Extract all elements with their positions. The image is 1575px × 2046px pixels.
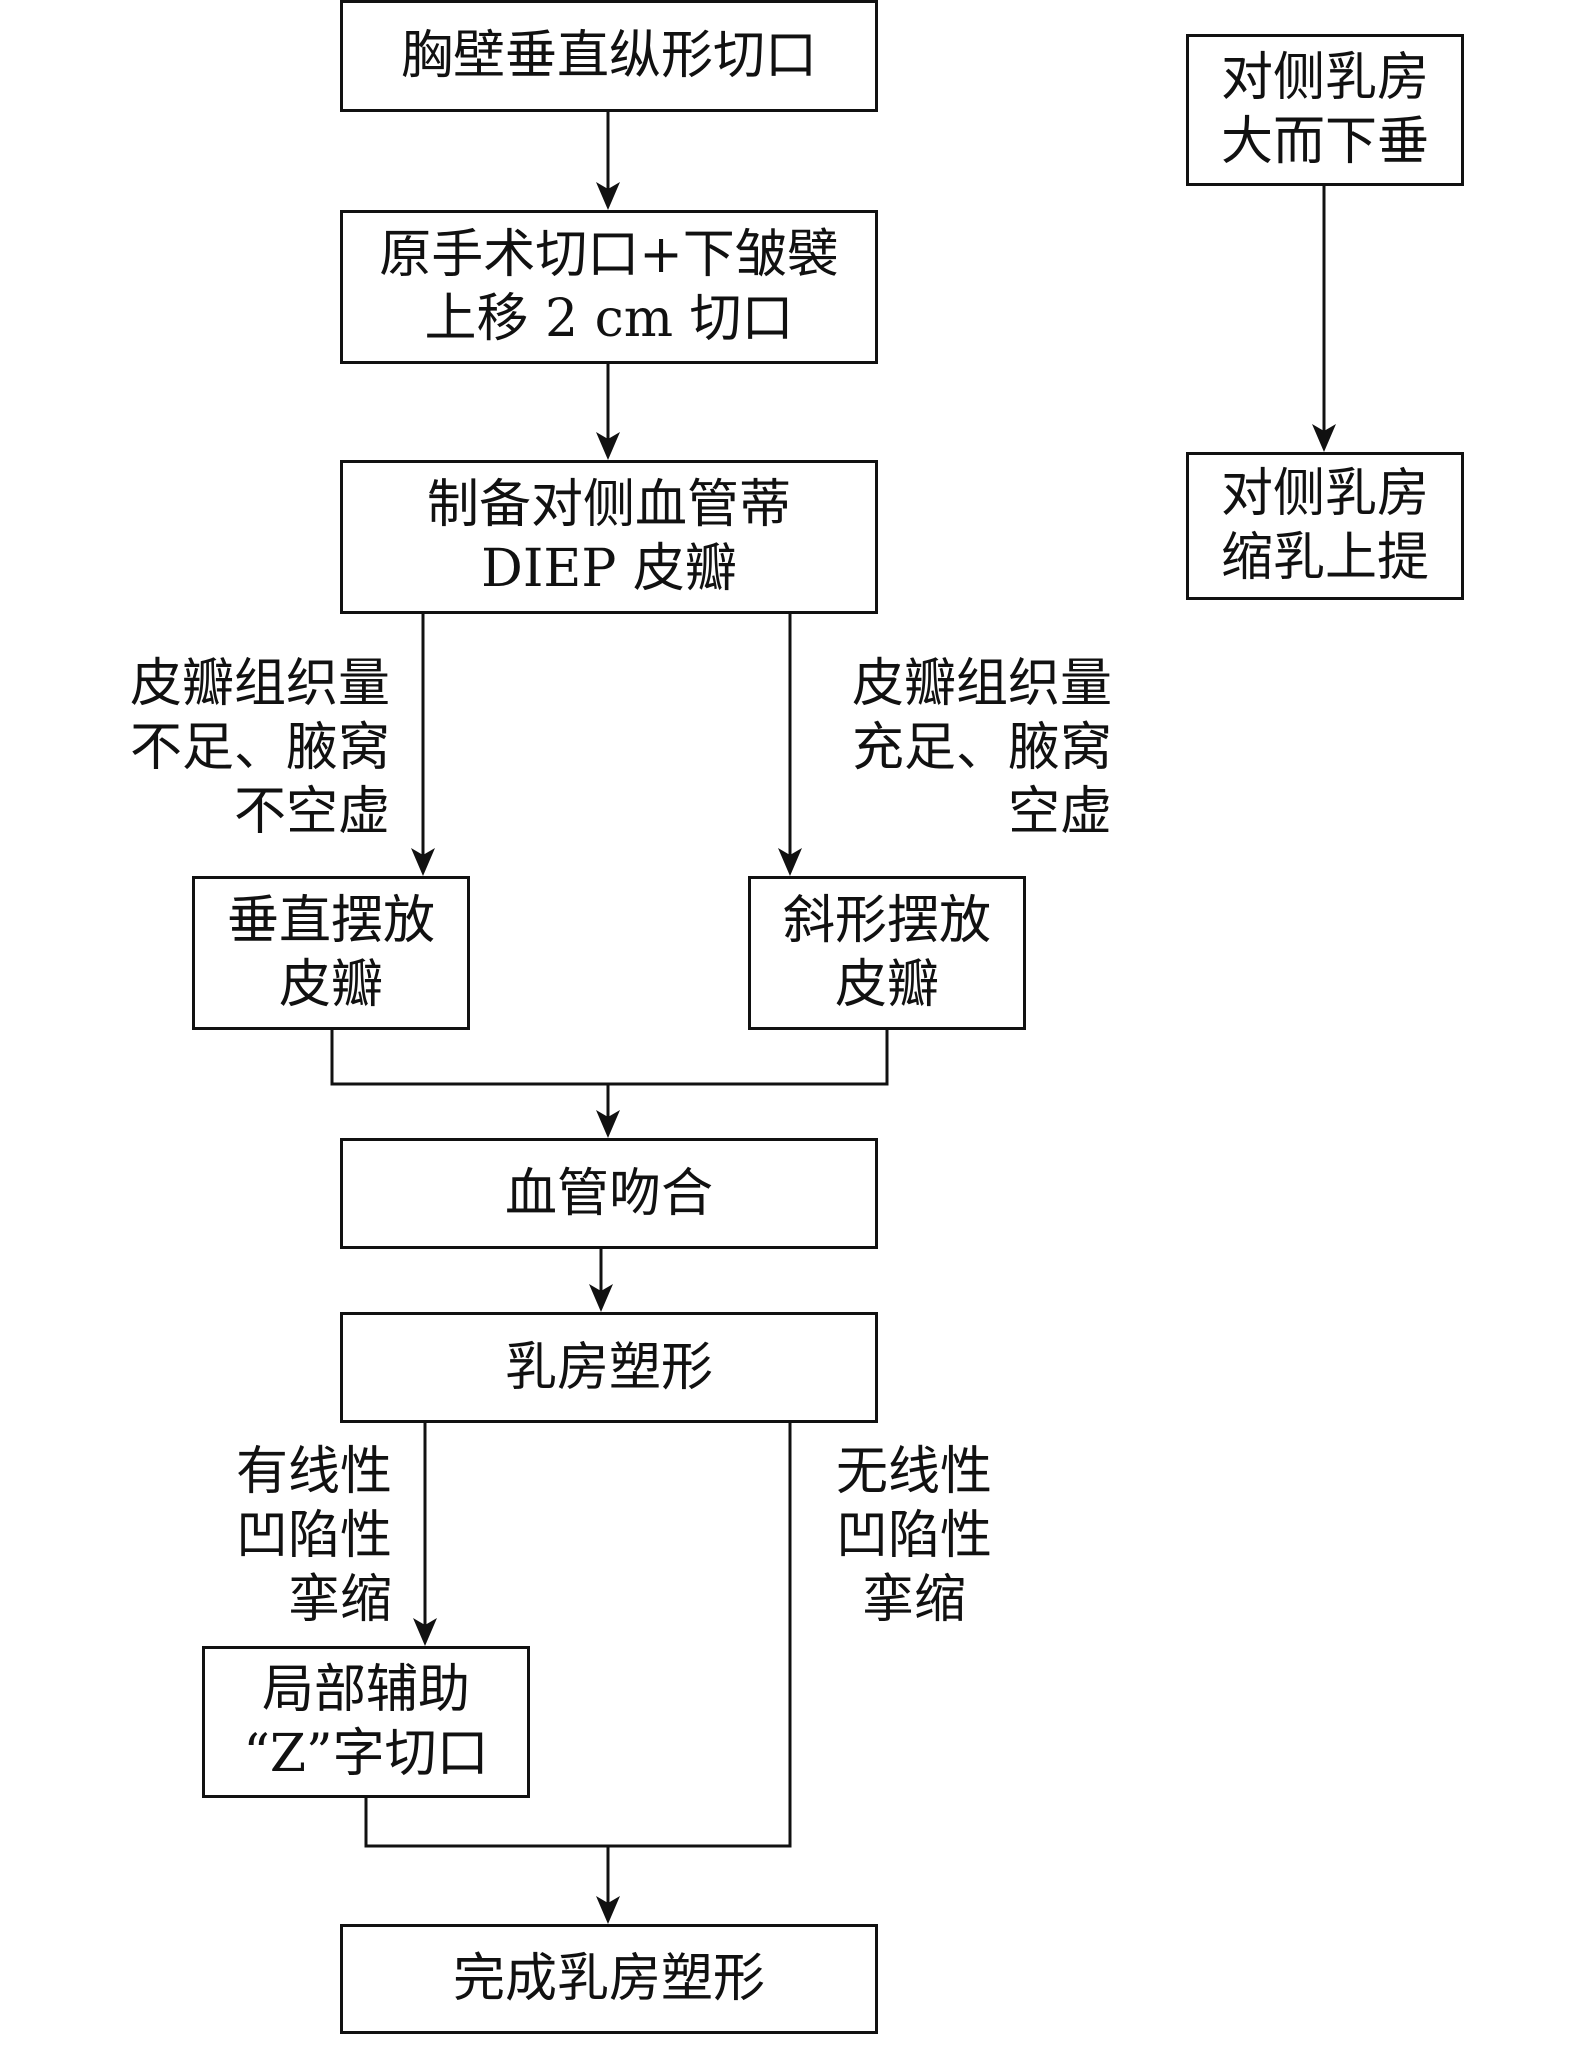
box-text: 对侧乳房 [1220,48,1429,108]
box-text: DIEP 皮瓣 [481,539,737,599]
box-text: 缩乳上提 [1220,528,1429,588]
box-chest-wall-incision: 胸壁垂直纵形切口 [340,0,878,112]
box-text: 制备对侧血管蒂 [426,475,791,535]
box-text: 上移 2 cm 切口 [424,289,794,349]
arrowhead-icon [413,1618,437,1646]
arrowhead-icon [589,1284,613,1312]
condition-flap-sufficient: 皮瓣组织量 充足、腋窝 空虚 [818,652,1112,844]
arrowhead-icon [778,848,802,876]
condition-text: 不足、腋窝 [129,718,390,778]
condition-text: 皮瓣组织量 [129,654,390,714]
arrowhead-icon [411,848,435,876]
arrowhead-icon [596,1896,620,1924]
box-contralateral-large-ptotic: 对侧乳房 大而下垂 [1186,34,1464,186]
box-text: 局部辅助 [261,1660,470,1720]
connector-no-contracture-path [364,1423,792,1848]
box-original-incision: 原手术切口+下皱襞 上移 2 cm 切口 [340,210,878,364]
box-prepare-diep-flap: 制备对侧血管蒂 DIEP 皮瓣 [340,460,878,614]
condition-text: 挛缩 [861,1570,966,1630]
condition-text: 凹陷性 [835,1506,992,1566]
box-oblique-flap: 斜形摆放 皮瓣 [748,876,1026,1030]
box-text: 乳房塑形 [504,1337,713,1398]
condition-text: 空虚 [1007,782,1112,842]
condition-text: 无线性 [835,1442,992,1502]
condition-text: 有线性 [235,1442,392,1502]
box-text: 原手术切口+下皱襞 [379,225,839,285]
arrowhead-icon [596,432,620,460]
box-text: 斜形摆放 [782,891,991,951]
box-text: 血管吻合 [504,1163,713,1224]
condition-text: 凹陷性 [235,1506,392,1566]
box-text: 垂直摆放 [226,891,435,951]
arrowhead-icon [596,182,620,210]
box-text: “Z”字切口 [243,1724,489,1784]
box-text: 皮瓣 [278,955,383,1015]
condition-no-contracture: 无线性 凹陷性 挛缩 [818,1440,1010,1632]
condition-text: 皮瓣组织量 [851,654,1112,714]
condition-text: 不空虚 [233,782,390,842]
box-text: 完成乳房塑形 [452,1949,765,2009]
box-vertical-flap: 垂直摆放 皮瓣 [192,876,470,1030]
condition-text: 充足、腋窝 [851,718,1112,778]
box-vascular-anastomosis: 血管吻合 [340,1138,878,1249]
box-z-incision: 局部辅助 “Z”字切口 [202,1646,530,1798]
condition-flap-insufficient: 皮瓣组织量 不足、腋窝 不空虚 [96,652,390,844]
box-text: 对侧乳房 [1220,464,1429,524]
box-text: 皮瓣 [834,955,939,1015]
arrowhead-icon [1312,424,1336,452]
box-text: 胸壁垂直纵形切口 [400,26,817,86]
arrowhead-icon [596,1110,620,1138]
condition-has-contracture: 有线性 凹陷性 挛缩 [200,1440,392,1632]
connector-flaps-merge [330,1030,889,1086]
box-breast-shaping: 乳房塑形 [340,1312,878,1423]
condition-text: 挛缩 [287,1570,392,1630]
box-complete-breast-shaping: 完成乳房塑形 [340,1924,878,2034]
box-contralateral-reduction: 对侧乳房 缩乳上提 [1186,452,1464,600]
box-text: 大而下垂 [1220,112,1429,172]
